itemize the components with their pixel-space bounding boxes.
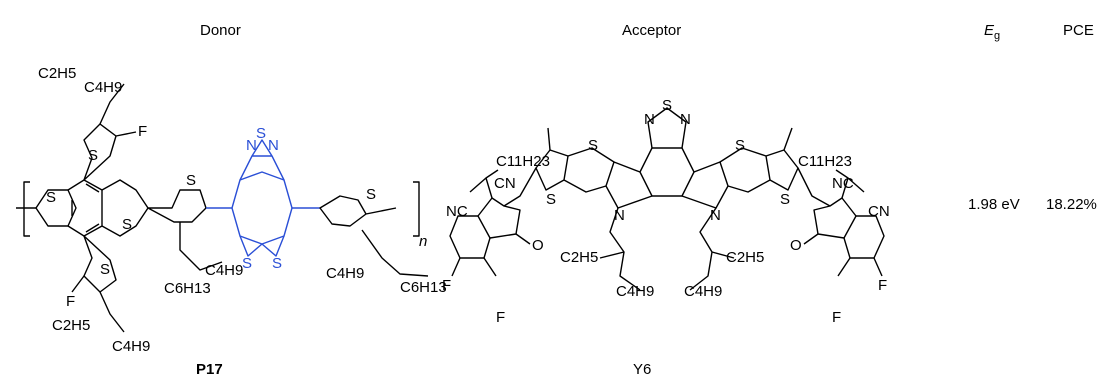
label-y6-cn-top-left: CN (494, 175, 516, 192)
y6-thiadiazole (647, 107, 687, 149)
end-thiophene (319, 195, 367, 227)
bracket-left (23, 181, 30, 237)
label-y6-c4h9-right: C4H9 (684, 283, 722, 300)
label-c4h9-mid: C4H9 (205, 262, 243, 279)
acceptor-structure: N S N C11H23 C11H23 S S S S N N CN NC NC… (442, 97, 890, 326)
top-substituents (99, 83, 137, 137)
label-c2h5-bottom: C2H5 (52, 317, 90, 334)
bdt-left-ring (35, 189, 77, 227)
label-s-core-left: S (242, 255, 252, 272)
label-y6-o-left: O (532, 237, 544, 254)
pce-value: 18.22% (1046, 196, 1097, 213)
link-side-chain (179, 222, 223, 271)
header-eg: Eg (984, 22, 1000, 42)
bracket-right (413, 181, 420, 237)
label-y6-f1: F (442, 277, 451, 294)
label-s-core-right: S (272, 255, 282, 272)
header-acceptor: Acceptor (622, 22, 682, 39)
eg-subscript: g (994, 30, 1001, 42)
label-y6-s-thiadiazole: S (662, 97, 672, 114)
label-s-bottom-thiophene: S (100, 261, 110, 278)
y6-c11-bonds (547, 127, 793, 151)
y6-right-alkyl (689, 207, 735, 291)
label-f-top: F (138, 123, 147, 140)
end-side-chain (361, 207, 429, 277)
label-y6-s2: S (546, 191, 556, 208)
label-y6-nc-top-right: NC (832, 175, 854, 192)
label-s-bdt-right: S (122, 216, 132, 233)
label-c6h13-mid: C6H13 (164, 280, 211, 297)
label-c6h13-end: C6H13 (400, 279, 447, 296)
y6-pyrrole-right (681, 161, 729, 209)
bdt-center-ring (67, 179, 103, 237)
label-s-thiadiazole: S (256, 125, 266, 142)
y6-left-dicyano-ring (449, 169, 531, 259)
core-benzene (206, 171, 293, 245)
label-c4h9-end: C4H9 (326, 265, 364, 282)
bottom-substituents (71, 275, 125, 333)
label-y6-c2h5-left: C2H5 (560, 249, 598, 266)
eg-symbol: E (984, 22, 995, 39)
label-y6-cn-right: CN (868, 203, 890, 220)
y6-thieno-right-outer (765, 149, 799, 191)
label-y6-c4h9-left: C4H9 (616, 283, 654, 300)
y6-thieno-right-inner (719, 147, 771, 193)
y6-pyrrole-left (605, 161, 653, 209)
label-y6-c11h23-left: C11H23 (496, 153, 550, 170)
core-thiadiazole (239, 139, 285, 181)
link-thiophene (147, 189, 207, 223)
y6-core-benzene (639, 147, 695, 197)
header-pce: PCE (1063, 22, 1094, 39)
label-s-bdt-left: S (46, 189, 56, 206)
y6-right-fluorine-bonds (837, 257, 883, 277)
y6-right-indanone (813, 197, 857, 239)
header-donor: Donor (200, 22, 241, 39)
label-y6-n-pyrrole-left: N (614, 207, 625, 224)
label-y6-s4: S (780, 191, 790, 208)
y6-left-indanone (477, 197, 521, 239)
y6-left-alkyl (599, 207, 641, 291)
label-y6-n-right: N (680, 111, 691, 128)
label-y6-f3: F (878, 277, 887, 294)
core-thiophenes (239, 235, 285, 257)
label-s-end: S (366, 186, 376, 203)
label-y6-s1: S (588, 137, 598, 154)
eg-value: 1.98 eV (968, 196, 1020, 213)
y6-vinyl-links (503, 167, 831, 207)
label-y6-nc-left: NC (446, 203, 468, 220)
label-n-repeat: n (419, 233, 427, 250)
y6-right-dicyano-ring (803, 169, 885, 259)
donor-name: P17 (196, 361, 223, 378)
label-n-right: N (268, 137, 279, 154)
label-c4h9-bottom: C4H9 (112, 338, 150, 355)
label-y6-s3: S (735, 137, 745, 154)
y6-left-fluorine-bonds (451, 257, 497, 277)
label-y6-f2: F (496, 309, 505, 326)
label-y6-c2h5-right: C2H5 (726, 249, 764, 266)
label-c4h9-top: C4H9 (84, 79, 122, 96)
label-y6-n-pyrrole-right: N (710, 207, 721, 224)
label-c2h5-top: C2H5 (38, 65, 76, 82)
donor-structure: C2H5 C4H9 F S S S S C4H9 C6H13 N S N S S… (16, 65, 447, 355)
label-s-link: S (186, 172, 196, 189)
label-y6-o-right: O (790, 237, 802, 254)
y6-thieno-left-inner (563, 147, 615, 193)
label-n-left: N (246, 137, 257, 154)
label-y6-c11h23-right: C11H23 (798, 153, 852, 170)
acceptor-name: Y6 (633, 361, 652, 378)
label-s-top-thiophene: S (88, 147, 98, 164)
bdt-double-bonds (71, 183, 100, 233)
label-y6-f4: F (832, 309, 841, 326)
label-f-bottom: F (66, 293, 75, 310)
label-y6-n-left: N (644, 111, 655, 128)
